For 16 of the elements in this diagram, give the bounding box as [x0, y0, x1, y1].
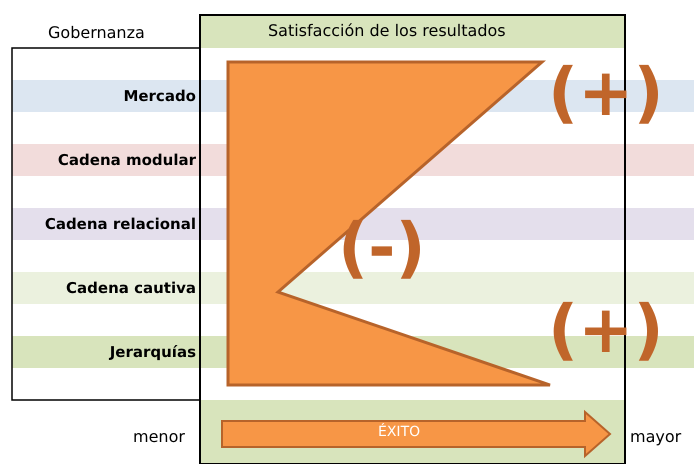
column-heading: Gobernanza — [48, 24, 145, 42]
scale-label: mayor — [630, 428, 682, 446]
band-label: Mercado — [123, 86, 196, 107]
band-label: Jerarquías — [110, 342, 196, 363]
governance-band — [12, 80, 200, 112]
arrow-label: ÉXITO — [378, 424, 420, 440]
band-label: Cadena cautiva — [66, 278, 196, 299]
band-label: Cadena modular — [58, 150, 196, 171]
governance-band — [12, 336, 200, 368]
scale-label: menor — [133, 428, 185, 446]
band-label: Cadena relacional — [44, 214, 196, 235]
minus-sign: (-) — [338, 210, 426, 286]
governance-band — [12, 272, 200, 304]
governance-band — [12, 144, 200, 176]
column-heading: Satisfacción de los resultados — [268, 22, 506, 40]
governance-band — [12, 208, 200, 240]
